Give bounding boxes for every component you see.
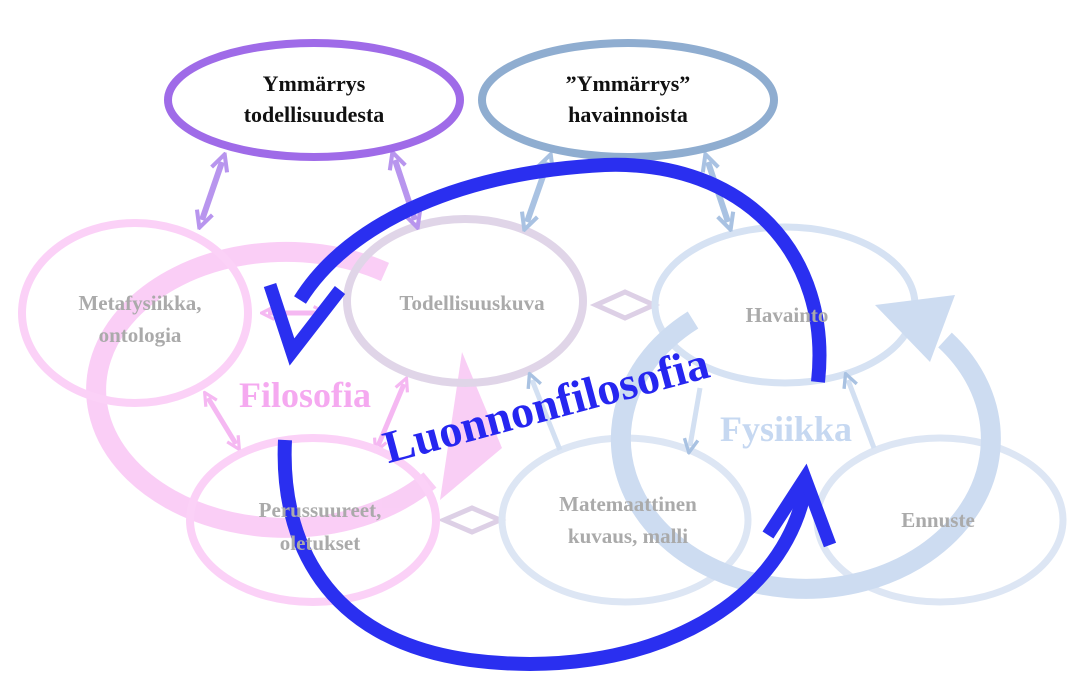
node-metaphysics-line2: ontologia: [99, 323, 182, 347]
connector-prediction-observation: [848, 380, 877, 449]
physics-label: Fysiikka: [720, 409, 852, 449]
node-axioms-ellipse: [186, 434, 440, 606]
node-worldview-ellipse: [343, 215, 587, 387]
top-node-understanding-reality-line1: Ymmärrys: [263, 71, 366, 96]
philosophy-label: Filosofia: [239, 375, 371, 415]
node-metaphysics-ellipse: [18, 219, 252, 407]
connector-metaphysics-axioms: [208, 398, 236, 444]
node-model-line1: Matemaattinen: [559, 492, 697, 516]
node-axioms-line2: oletukset: [280, 531, 361, 555]
philosophy-cycle-arrow: [86, 241, 437, 538]
natural-philosophy-loop: [263, 157, 837, 671]
connector-top-left-metaphysics: [202, 162, 222, 220]
node-model-line2: kuvaus, malli: [568, 524, 688, 548]
physics-cycle-arrow: [610, 311, 1001, 599]
connector-model-worldview: [532, 380, 563, 451]
node-worldview-line1: Todellisuuskuva: [399, 291, 545, 315]
top-node-understanding-observations-line2: havainnoista: [568, 102, 688, 127]
natural-philosophy-arc-lower: [277, 439, 812, 671]
connector-observation-physics: [690, 387, 703, 446]
connector-worldview-observation: [589, 289, 661, 321]
node-axioms-line1: Perussuureet,: [259, 498, 382, 522]
node-observation-line1: Havainto: [746, 303, 829, 327]
natural-philosophy-arc-upper: [294, 157, 827, 383]
top-node-understanding-observations-ellipse: [478, 39, 778, 161]
physics-cycle: [610, 295, 1001, 599]
top-node-understanding-reality-ellipse: [164, 39, 464, 161]
top-node-understanding-reality-line2: todellisuudesta: [244, 102, 385, 127]
physics-connectors: [532, 380, 877, 451]
philosophy-cycle-arrowhead: [440, 352, 502, 500]
node-prediction-line1: Ennuste: [901, 508, 975, 532]
philosophy-cycle: [86, 241, 502, 538]
connector-axioms-model: [437, 505, 507, 535]
top-node-understanding-observations-line1: ”Ymmärrys”: [566, 71, 691, 96]
natural-philosophy-arrowhead-lower: [762, 463, 837, 548]
natural-philosophy-arrowhead-upper: [263, 282, 346, 366]
connector-axioms-worldview: [378, 384, 404, 446]
node-metaphysics-line1: Metafysiikka,: [78, 291, 201, 315]
physics-cycle-arrowhead: [875, 295, 955, 362]
